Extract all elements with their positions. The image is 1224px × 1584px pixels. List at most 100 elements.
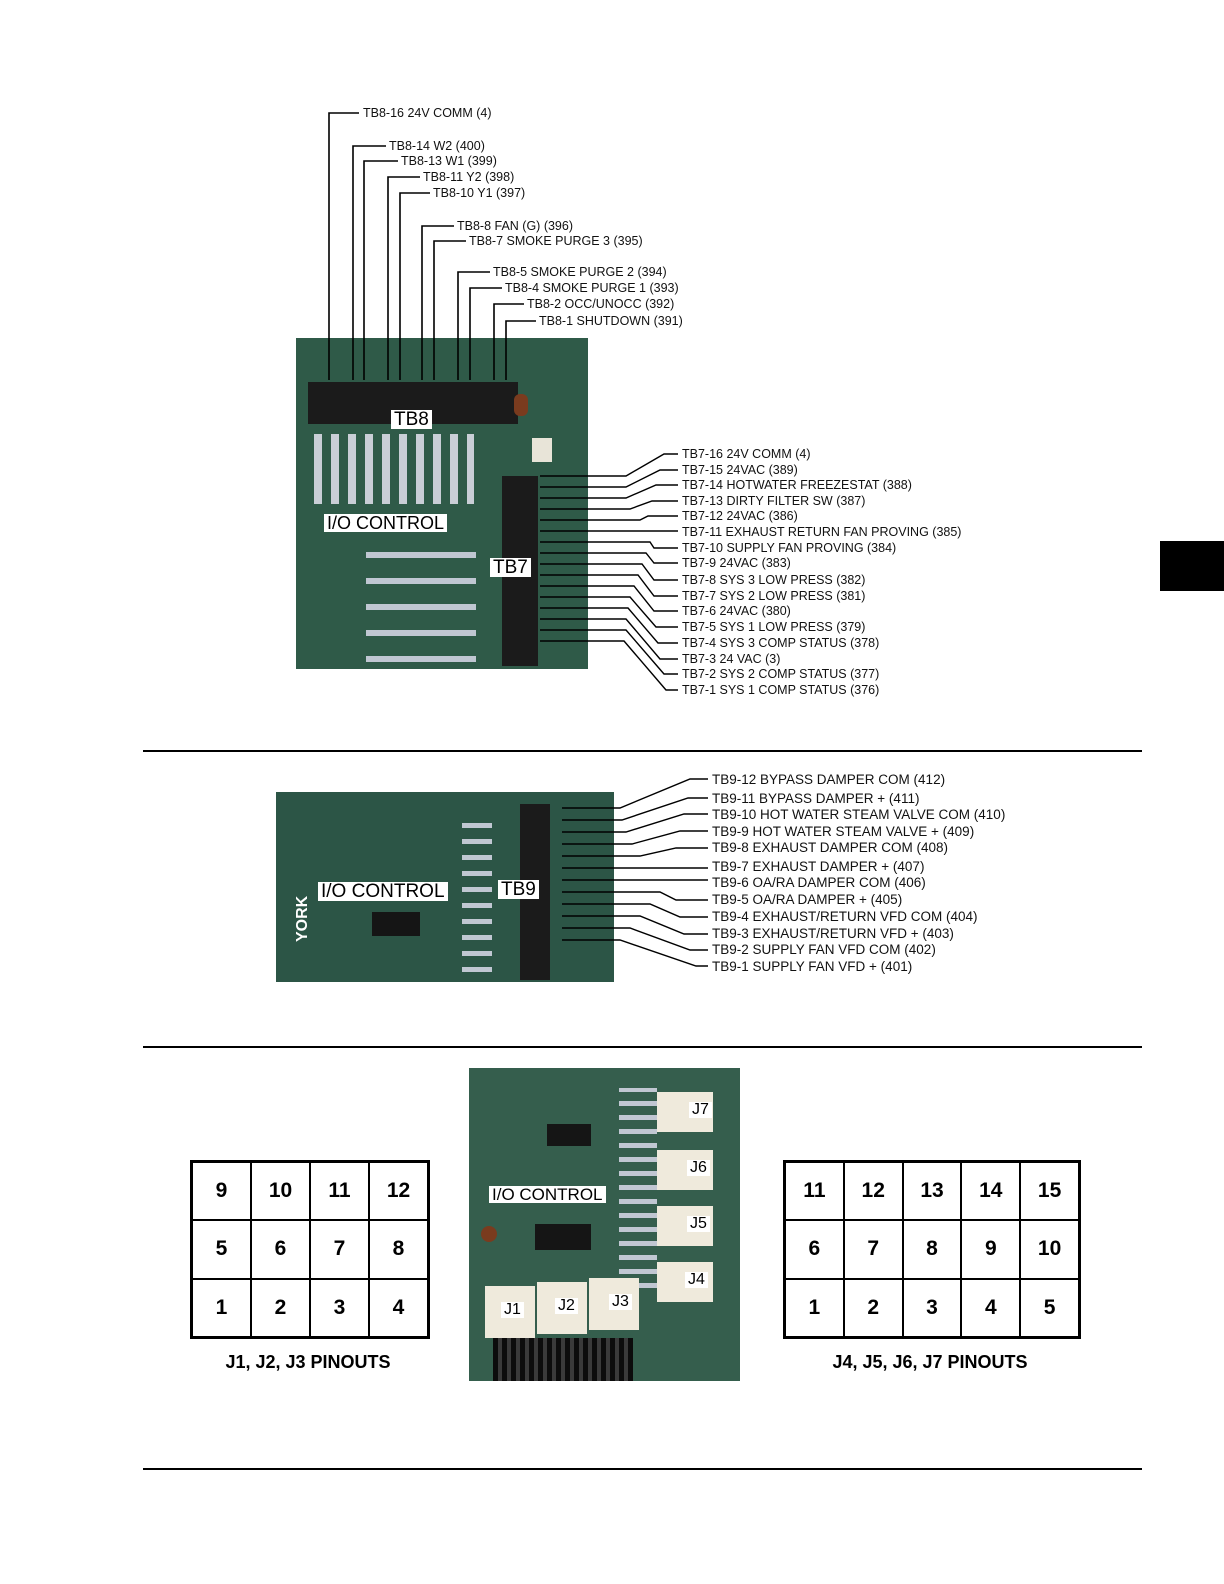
connector-label-j7: J7 (689, 1102, 712, 1118)
j-connector-board-photo: I/O CONTROL J1 J2 J3 J4 J5 J6 J7 (469, 1068, 740, 1381)
section-divider-3 (143, 1468, 1142, 1470)
capacitor (481, 1226, 497, 1242)
tb7-label-11: TB7-11 EXHAUST RETURN FAN PROVING (385) (682, 525, 962, 539)
pin-cell: 12 (843, 1162, 903, 1221)
tb9-label-7: TB9-7 EXHAUST DAMPER + (407) (712, 859, 925, 874)
connector-label-j5: J5 (687, 1216, 710, 1232)
pin-cell: 4 (369, 1278, 428, 1337)
pin-cell: 1 (192, 1278, 251, 1337)
ic-chip (547, 1124, 591, 1146)
pin-cell: 5 (192, 1220, 251, 1279)
section-divider-2 (143, 1046, 1142, 1048)
pinout-grid-j1-j3: 9 10 11 12 5 6 7 8 1 2 3 4 (190, 1160, 430, 1339)
pin-cell: 13 (902, 1162, 962, 1221)
tb8-label-1: TB8-1 SHUTDOWN (391) (539, 314, 683, 328)
tb9-label-10: TB9-10 HOT WATER STEAM VALVE COM (410) (712, 807, 1006, 822)
tb8-label-7: TB8-7 SMOKE PURGE 3 (395) (469, 234, 643, 248)
pin-cell: 7 (843, 1220, 903, 1279)
tb7-label-9: TB7-9 24VAC (383) (682, 556, 791, 570)
pin-cell: 3 (310, 1278, 369, 1337)
ic-chip (372, 912, 420, 936)
tb9-label-3: TB9-3 EXHAUST/RETURN VFD + (403) (712, 926, 954, 941)
resistor-grid (366, 542, 476, 662)
wire-bundle (493, 1338, 633, 1381)
connector-label-j3: J3 (609, 1294, 632, 1310)
tb7-label-6: TB7-6 24VAC (380) (682, 604, 791, 618)
tb8-label-10: TB8-10 Y1 (397) (433, 186, 526, 200)
tb7-label-3: TB7-3 24 VAC (3) (682, 652, 781, 666)
tb9-board-photo: YORK I/O CONTROL TB9 (276, 792, 614, 982)
pin-cell: 6 (785, 1220, 844, 1279)
terminal-label-tb7: TB7 (490, 558, 531, 577)
tb8-label-4: TB8-4 SMOKE PURGE 1 (393) (505, 281, 679, 295)
tb8-tb7-board-photo: I/O CONTROL TB8 TB7 (296, 338, 588, 669)
ic-chip (535, 1224, 591, 1250)
tb8-label-2: TB8-2 OCC/UNOCC (392) (527, 297, 675, 311)
tb7-label-14: TB7-14 HOTWATER FREEZESTAT (388) (682, 478, 912, 492)
pinout-title-j4-j7: J4, J5, J6, J7 PINOUTS (832, 1352, 1028, 1372)
tb9-label-4: TB9-4 EXHAUST/RETURN VFD COM (404) (712, 909, 978, 924)
tb8-label-8: TB8-8 FAN (G) (396) (457, 219, 573, 233)
section-tab-marker (1160, 541, 1224, 591)
tb7-label-15: TB7-15 24VAC (389) (682, 463, 798, 477)
pin-cell: 9 (961, 1220, 1021, 1279)
tb7-label-8: TB7-8 SYS 3 LOW PRESS (382) (682, 573, 866, 587)
tb7-label-16: TB7-16 24V COMM (4) (682, 447, 811, 461)
terminal-label-tb8: TB8 (391, 410, 432, 429)
tb8-label-16: TB8-16 24V COMM (4) (363, 106, 492, 120)
section-divider-1 (143, 750, 1142, 752)
pin-cell: 4 (961, 1278, 1021, 1337)
component-column (619, 1088, 657, 1288)
connector-label-j2: J2 (555, 1298, 578, 1314)
tb7-label-7: TB7-7 SYS 2 LOW PRESS (381) (682, 589, 866, 603)
component-column (462, 812, 492, 972)
tb9-label-5: TB9-5 OA/RA DAMPER + (405) (712, 892, 903, 907)
led-row (314, 434, 474, 504)
tb9-label-12: TB9-12 BYPASS DAMPER COM (412) (712, 772, 946, 787)
pin-cell: 9 (192, 1162, 251, 1221)
tb9-label-2: TB9-2 SUPPLY FAN VFD COM (402) (712, 942, 936, 957)
terminal-label-tb9: TB9 (498, 880, 539, 899)
connector-label-j6: J6 (687, 1160, 710, 1176)
pin-cell: 1 (785, 1278, 844, 1337)
pin-cell: 15 (1020, 1162, 1079, 1221)
capacitor (514, 394, 528, 416)
board-label-io-control: I/O CONTROL (324, 514, 448, 532)
pinout-title-j1-j3: J1, J2, J3 PINOUTS (225, 1352, 391, 1372)
pin-cell: 2 (843, 1278, 903, 1337)
pin-cell: 11 (785, 1162, 844, 1221)
pin-cell: 14 (961, 1162, 1021, 1221)
tb7-label-12: TB7-12 24VAC (386) (682, 509, 798, 523)
connector-label-j1: J1 (501, 1302, 524, 1318)
pin-cell: 8 (902, 1220, 962, 1279)
tb9-label-1: TB9-1 SUPPLY FAN VFD + (401) (712, 959, 913, 974)
tb7-label-5: TB7-5 SYS 1 LOW PRESS (379) (682, 620, 866, 634)
pin-cell: 10 (251, 1162, 310, 1221)
pin-cell: 6 (251, 1220, 310, 1279)
tb8-label-14: TB8-14 W2 (400) (389, 139, 485, 153)
tb7-label-2: TB7-2 SYS 2 COMP STATUS (377) (682, 667, 880, 681)
tb7-label-1: TB7-1 SYS 1 COMP STATUS (376) (682, 683, 880, 697)
tb7-label-4: TB7-4 SYS 3 COMP STATUS (378) (682, 636, 880, 650)
board-label-io-control-tb9: I/O CONTROL (318, 882, 448, 901)
tb7-label-13: TB7-13 DIRTY FILTER SW (387) (682, 494, 866, 508)
white-connector (532, 438, 552, 462)
tb8-label-11: TB8-11 Y2 (398) (423, 170, 515, 184)
tb7-label-10: TB7-10 SUPPLY FAN PROVING (384) (682, 541, 897, 555)
pin-cell: 5 (1020, 1278, 1079, 1337)
tb8-label-5: TB8-5 SMOKE PURGE 2 (394) (493, 265, 667, 279)
pin-cell: 3 (902, 1278, 962, 1337)
pinout-grid-j4-j7: 11 12 13 14 15 6 7 8 9 10 1 2 3 4 5 (783, 1160, 1081, 1339)
pin-cell: 12 (369, 1162, 428, 1221)
board-label-io-control-j: I/O CONTROL (489, 1186, 606, 1203)
tb9-label-8: TB9-8 EXHAUST DAMPER COM (408) (712, 840, 949, 855)
tb8-label-13: TB8-13 W1 (399) (401, 154, 497, 168)
pin-cell: 2 (251, 1278, 310, 1337)
pin-cell: 8 (369, 1220, 428, 1279)
connector-label-j4: J4 (685, 1272, 708, 1288)
pin-cell: 10 (1020, 1220, 1079, 1279)
pin-cell: 11 (310, 1162, 369, 1221)
